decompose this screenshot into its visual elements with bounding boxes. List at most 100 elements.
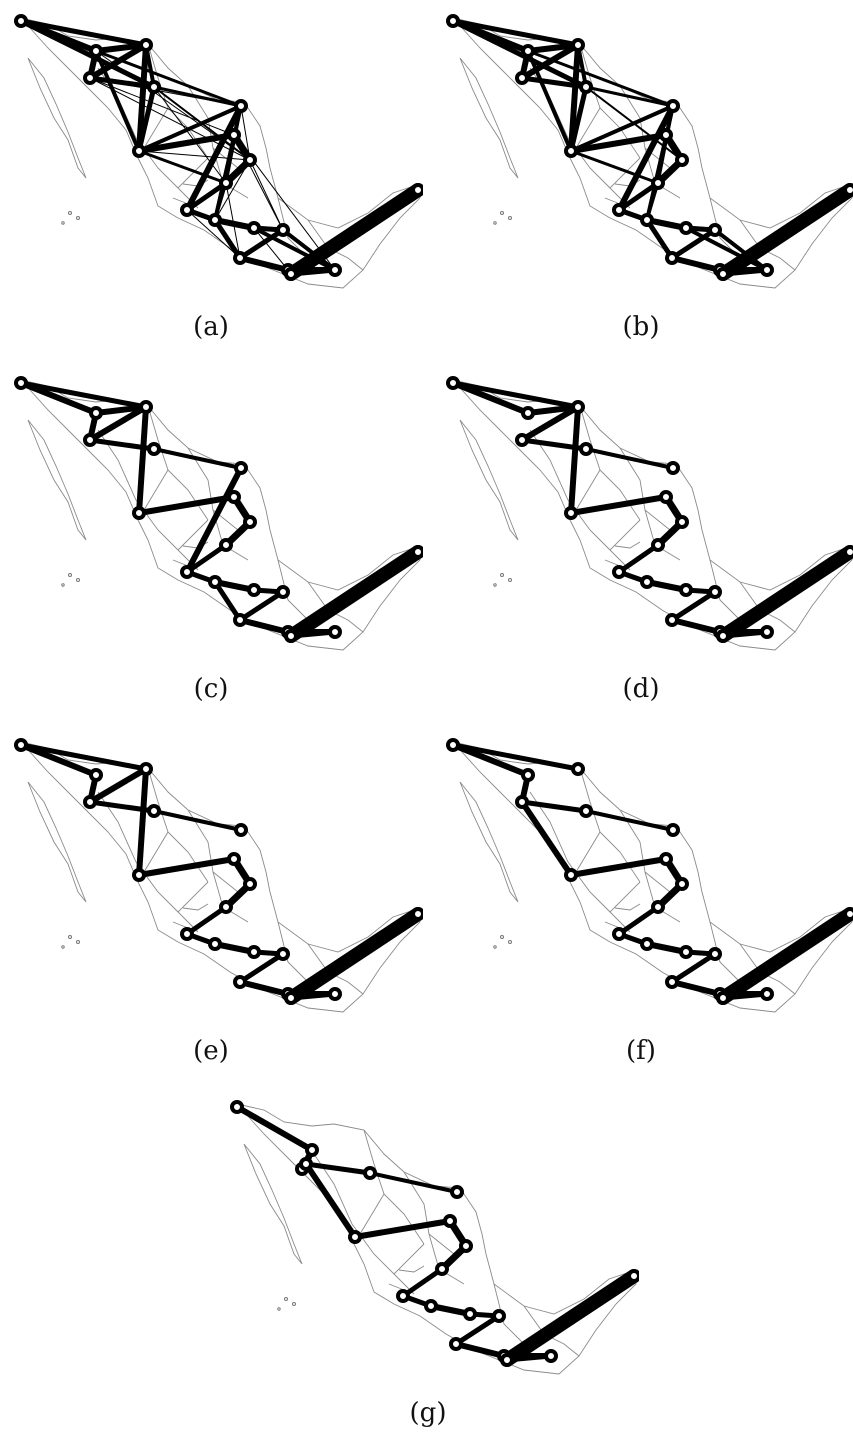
network-node xyxy=(180,203,194,217)
network-node xyxy=(675,515,689,529)
map-border-2 xyxy=(97,791,179,913)
network-edge xyxy=(669,227,718,261)
network-edge xyxy=(137,104,243,153)
nodes-layer xyxy=(446,738,853,1005)
network-edge xyxy=(184,180,229,213)
network-node xyxy=(612,565,626,579)
network-edge xyxy=(450,18,581,48)
map-border-1 xyxy=(27,419,87,541)
network-edge xyxy=(669,979,723,997)
network-node xyxy=(299,1157,313,1171)
network-edge xyxy=(568,132,669,154)
network-node xyxy=(571,762,585,776)
network-edge xyxy=(237,951,286,985)
network-edge xyxy=(89,77,242,107)
network-node xyxy=(446,738,460,752)
network-node xyxy=(665,613,679,627)
network-node xyxy=(328,987,342,1001)
network-edge xyxy=(568,856,669,878)
network-svg-b xyxy=(446,14,853,289)
network-edge xyxy=(716,907,853,1005)
network-node xyxy=(675,153,689,167)
network-edge xyxy=(352,1218,453,1240)
network-edge xyxy=(284,183,423,281)
map-outline xyxy=(19,17,421,289)
map-border-5 xyxy=(353,1193,465,1295)
network-node xyxy=(716,267,730,281)
network-edge xyxy=(568,494,669,516)
network-node xyxy=(760,625,774,639)
network-node xyxy=(276,223,290,237)
network-node xyxy=(679,945,693,959)
island-mark xyxy=(61,221,65,225)
map-border-7 xyxy=(604,903,641,929)
network-node xyxy=(435,1262,449,1276)
network-node xyxy=(89,768,103,782)
network-edge xyxy=(368,1171,459,1194)
map-outline xyxy=(19,741,421,1013)
network-edge xyxy=(18,742,99,778)
network-edge xyxy=(450,380,531,416)
island-mark xyxy=(76,940,80,944)
island-mark xyxy=(76,578,80,582)
network-node xyxy=(234,99,248,113)
network-edge xyxy=(450,18,589,90)
network-edge xyxy=(89,77,235,136)
network-edge xyxy=(184,465,244,575)
network-edge xyxy=(87,404,149,443)
map-outline xyxy=(451,741,853,1013)
network-edge xyxy=(153,86,227,184)
panel-caption-e: (e) xyxy=(193,1036,229,1066)
nodes-layer xyxy=(230,1100,639,1367)
network-node xyxy=(243,515,257,529)
network-node xyxy=(139,400,153,414)
network-edge xyxy=(669,255,723,273)
network-edge xyxy=(87,42,149,81)
map-border-4 xyxy=(619,447,671,531)
network-edge xyxy=(136,856,237,878)
network-node xyxy=(675,877,689,891)
network-node xyxy=(571,400,585,414)
map-border-2 xyxy=(97,429,179,551)
map-border-1 xyxy=(459,781,519,903)
map-border-4 xyxy=(187,809,239,893)
map-border-0 xyxy=(451,17,853,289)
island-mark xyxy=(493,583,497,587)
network-node xyxy=(446,14,460,28)
network-node xyxy=(132,506,146,520)
network-node xyxy=(284,267,298,281)
network-node xyxy=(132,868,146,882)
network-node xyxy=(564,868,578,882)
network-edge xyxy=(644,217,675,261)
network-node xyxy=(515,71,529,85)
network-edge xyxy=(93,404,149,416)
network-edge xyxy=(136,42,149,154)
network-node xyxy=(132,144,146,158)
network-edge xyxy=(214,159,251,221)
network-node xyxy=(708,585,722,599)
network-edge xyxy=(500,1269,639,1367)
network-node xyxy=(284,629,298,643)
map-border-6 xyxy=(709,559,796,633)
map-border-5 xyxy=(569,831,681,933)
network-edge xyxy=(519,404,581,443)
network-edge xyxy=(669,589,718,623)
network-node xyxy=(665,975,679,989)
map-outline xyxy=(451,17,853,289)
network-node xyxy=(227,128,241,142)
map-border-4 xyxy=(403,1171,455,1255)
network-edge xyxy=(568,84,589,154)
network-node xyxy=(247,583,261,597)
network-edge xyxy=(184,904,229,937)
network-node xyxy=(208,575,222,589)
network-node xyxy=(492,1309,506,1323)
map-border-2 xyxy=(313,1153,395,1275)
network-edge xyxy=(584,447,675,470)
network-edge xyxy=(237,617,291,635)
network-edge xyxy=(136,766,149,878)
panel-caption-b: (b) xyxy=(622,312,660,342)
network-node xyxy=(219,538,233,552)
network-node xyxy=(411,183,423,197)
network-node xyxy=(243,877,257,891)
network-node xyxy=(328,263,342,277)
